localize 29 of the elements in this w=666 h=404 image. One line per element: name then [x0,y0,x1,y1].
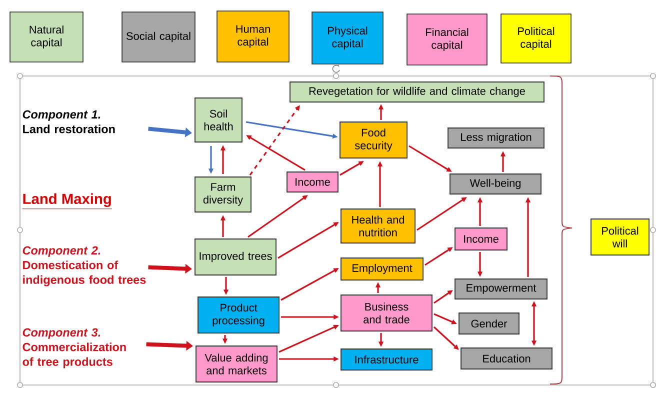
process-box: Soil health [194,98,242,142]
legend-item: Financial capital [406,14,488,66]
legend-item: Human capital [216,10,290,62]
component-text: Component 1. Land restoration [22,110,115,134]
legend-item: Natural capital [10,12,84,62]
component-text: Component 3. Commercialization of tree products [22,328,126,368]
process-box: Less migration [448,128,544,148]
process-box: Product processing [198,296,280,334]
process-box: Farm diversity [194,176,252,212]
process-box: Food security [340,122,408,158]
heading: Land Maxing [22,193,112,210]
process-box: Income [286,172,338,192]
process-box: Improved trees [194,238,276,276]
process-box: Revegetation for wildlife and climate change [290,82,544,102]
process-box: Income [454,228,508,250]
legend-item: Social capital [122,12,196,62]
process-box: Business and trade [340,294,432,332]
legend-item: Political capital [500,14,572,64]
legend-item: Physical capital [312,12,384,64]
process-box: Value adding and markets [196,346,278,382]
process-box: Well-being [450,174,542,194]
process-box: Gender [458,312,520,334]
process-box: Education [460,348,552,370]
process-box: Employment [340,258,424,280]
process-box: Health and nutrition [340,208,416,244]
process-box: Infrastructure [340,348,432,370]
component-text: Component 2. Domestication of indigenous food trees [22,246,146,286]
process-box: Empowerment [454,278,548,300]
process-box: Political will [590,218,650,256]
